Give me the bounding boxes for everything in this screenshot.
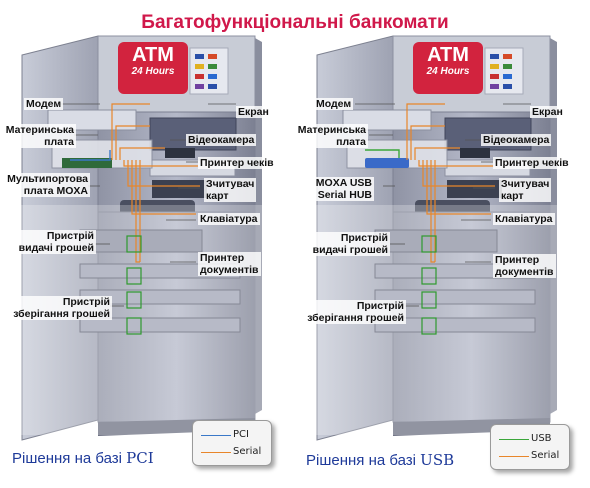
atm-sign-pci <box>118 42 188 94</box>
legend-usb: USB Serial <box>490 424 570 470</box>
caption-pci: Рішення на базі PCI <box>12 449 154 467</box>
legend-pci: PCI Serial <box>192 420 272 466</box>
label-receipt-printer-pci: Принтер чеків <box>198 157 276 169</box>
label-camera-usb: Відеокамера <box>481 134 552 146</box>
legend-item-serial: Serial <box>201 446 265 460</box>
atm-sign-text-pci: ATM 24 Hours <box>131 44 175 77</box>
legend-item-usb: USB <box>499 433 563 447</box>
label-screen-pci: Екран <box>236 106 271 118</box>
label-screen-usb: Екран <box>530 106 565 118</box>
label-modem-usb: Модем <box>314 98 354 110</box>
label-modem-pci: Модем <box>24 98 64 110</box>
label-keyboard-usb: Клавіатура <box>493 213 555 225</box>
caption-usb: Рішення на базі USB <box>306 451 455 469</box>
label-keyboard-pci: Клавіатура <box>198 213 260 225</box>
legend-item-pci: PCI <box>201 429 265 443</box>
atm-sign-text-usb: ATM 24 Hours <box>426 44 470 77</box>
label-receipt-printer-usb: Принтер чеків <box>493 157 571 169</box>
atm-sign-usb <box>413 42 483 94</box>
diagram-title: Багатофункціональні банкомати <box>141 12 449 33</box>
label-camera-pci: Відеокамера <box>186 134 257 146</box>
legend-item-serial: Serial <box>499 450 563 464</box>
